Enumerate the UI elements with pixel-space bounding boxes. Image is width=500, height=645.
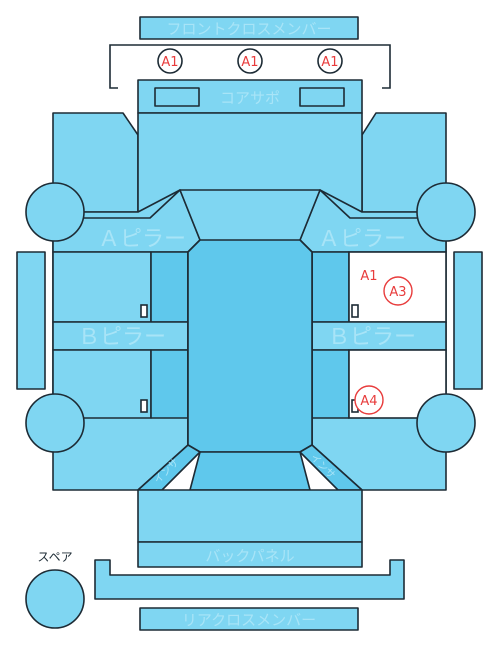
left-rear-door-inner	[150, 349, 189, 419]
right-rear-wheel	[416, 393, 476, 453]
left-front-door-inner	[150, 251, 189, 323]
rear-cross-member	[139, 607, 359, 631]
front-cross-member-label: フロントクロスメンバー	[166, 20, 331, 38]
back-panel	[137, 541, 363, 568]
right-a-pillar-label: Ａピラー	[318, 227, 406, 252]
right-rear-circle-label: A4	[360, 394, 377, 409]
trunk-area	[137, 489, 363, 543]
right-front-door-inner	[311, 251, 350, 323]
front-marker-1-bg	[157, 48, 183, 74]
rear-bracket	[94, 559, 405, 600]
right-front-circle-marker	[383, 276, 413, 306]
left-front-wheel	[25, 182, 85, 242]
right-b-pillar	[311, 321, 447, 351]
core-support-label: コアサポ	[220, 89, 280, 107]
right-side-sill	[453, 251, 483, 390]
spare-tire	[25, 569, 85, 629]
left-rear-door-handle	[140, 399, 148, 413]
right-front-wheel	[416, 182, 476, 242]
front-marker-3: A1	[321, 55, 338, 70]
back-panel-label: バックパネル	[205, 547, 294, 565]
left-a-pillar-label: Ａピラー	[98, 227, 186, 252]
left-front-door-handle	[140, 304, 148, 318]
left-b-pillar-label: Ｂピラー	[78, 325, 166, 350]
right-rear-door-inner	[311, 349, 350, 419]
rear-floor-panel	[189, 451, 311, 491]
core-support-left-slot	[154, 87, 200, 107]
left-front-door	[52, 251, 152, 323]
right-front-door-handle	[351, 304, 359, 318]
front-bracket-outline	[109, 44, 391, 89]
front-marker-3-bg	[317, 48, 343, 74]
left-side-sill	[16, 251, 46, 390]
front-marker-2: A1	[241, 55, 258, 70]
right-front-door-marker: A1	[360, 269, 377, 284]
right-front-circle-label: A3	[389, 285, 406, 300]
cabin-roof	[187, 239, 313, 453]
left-rear-wheel	[25, 393, 85, 453]
spare-label: スペア	[37, 550, 72, 564]
rear-cross-member-label: リアクロスメンバー	[182, 611, 316, 629]
front-marker-2-bg	[237, 48, 263, 74]
front-cross-member	[139, 16, 359, 40]
right-b-pillar-label: Ｂピラー	[328, 325, 416, 350]
front-marker-1: A1	[161, 55, 178, 70]
core-support-right-slot	[299, 87, 345, 107]
right-rear-circle-marker	[354, 385, 384, 415]
